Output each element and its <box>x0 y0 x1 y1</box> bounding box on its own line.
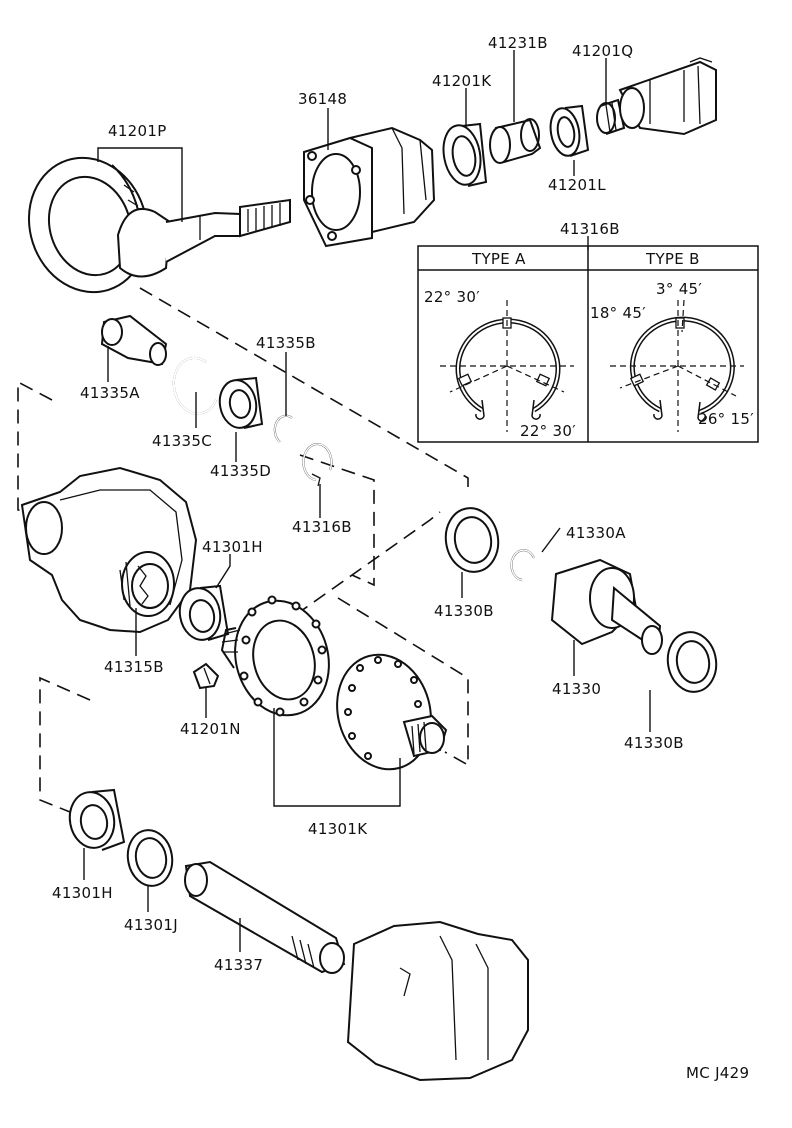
bearing-41301H-lower[interactable] <box>65 788 126 852</box>
companion-flange <box>618 57 717 136</box>
label-41301H-lower: 41301H <box>52 884 113 902</box>
label-41335A: 41335A <box>80 384 140 402</box>
label-41330: 41330 <box>552 680 601 698</box>
type-b-heading: TYPE B <box>645 250 700 268</box>
label-41315B: 41315B <box>104 658 164 676</box>
label-41316B: 41316B <box>292 518 352 536</box>
type-b-bottom-angle: 26° 15′ <box>698 410 754 428</box>
thrust-washer-41330B-right[interactable] <box>663 628 721 695</box>
snap-ring-41335C[interactable] <box>172 357 217 415</box>
label-41330B-right: 41330B <box>624 734 684 752</box>
thrust-washer-41330B-left[interactable] <box>441 504 503 576</box>
label-41201P: 41201P <box>108 122 167 140</box>
type-a-snap-ring-icon <box>440 300 574 432</box>
extension-housing <box>346 920 529 1082</box>
spacer-41231B[interactable] <box>489 118 542 164</box>
label-41330A: 41330A <box>566 524 626 542</box>
label-41201K: 41201K <box>432 72 492 90</box>
label-41301K: 41301K <box>308 820 368 838</box>
output-shaft-41337[interactable] <box>184 860 346 974</box>
bearing-retainer-41315B[interactable] <box>119 551 175 617</box>
leader-lines <box>83 50 651 952</box>
figure-code: MC J429 <box>686 1064 749 1082</box>
label-41231B: 41231B <box>488 34 548 52</box>
thrust-washer-41301J[interactable] <box>123 827 176 890</box>
type-b-snap-ring-icon <box>610 299 744 432</box>
label-41201N: 41201N <box>180 720 241 738</box>
label-41335C: 41335C <box>152 432 212 450</box>
label-41316B-detail: 41316B <box>560 220 620 238</box>
bearing-41301H-upper[interactable] <box>176 584 230 643</box>
label-41301J: 41301J <box>124 916 178 934</box>
label-41335B: 41335B <box>256 334 316 352</box>
type-a-bottom-angle: 22° 30′ <box>520 422 576 440</box>
part-labels: 41201P 36148 41231B 41201K 41201Q 41201L… <box>52 34 684 974</box>
snap-ring-41316B[interactable] <box>302 443 333 487</box>
bolt-41201N[interactable] <box>192 662 220 690</box>
label-41201Q: 41201Q <box>572 42 633 60</box>
label-41301H-upper: 41301H <box>202 538 263 556</box>
snap-ring-41335B[interactable] <box>273 414 293 443</box>
bearing-retainer-36148[interactable] <box>303 126 436 248</box>
label-41201L: 41201L <box>548 176 606 194</box>
bearing-41201L[interactable] <box>547 104 590 158</box>
bearing-41201K[interactable] <box>439 122 488 187</box>
type-b-left-angle: 18° 45′ <box>590 304 646 322</box>
type-b-top-angle: 3° 45′ <box>656 280 702 298</box>
shaft-41330[interactable] <box>550 558 663 655</box>
snap-ring-41330A[interactable] <box>510 549 535 581</box>
pinion-shaft-41335A[interactable] <box>100 314 168 366</box>
snap-ring-type-detail: TYPE A TYPE B 22° 30′ 22° 30′ <box>417 245 759 443</box>
ring-gear-pinion-41201P[interactable] <box>12 142 291 307</box>
label-41335D: 41335D <box>210 462 271 480</box>
bearing-41335D[interactable] <box>216 376 264 431</box>
type-a-heading: TYPE A <box>471 250 526 268</box>
label-41337: 41337 <box>214 956 263 974</box>
differential-case-41301K[interactable] <box>220 590 448 780</box>
label-41330B-left: 41330B <box>434 602 494 620</box>
label-36148: 36148 <box>298 90 347 108</box>
assembly-guide-lines <box>17 287 469 813</box>
type-a-top-angle: 22° 30′ <box>424 288 480 306</box>
transfer-case-housing <box>20 466 198 634</box>
